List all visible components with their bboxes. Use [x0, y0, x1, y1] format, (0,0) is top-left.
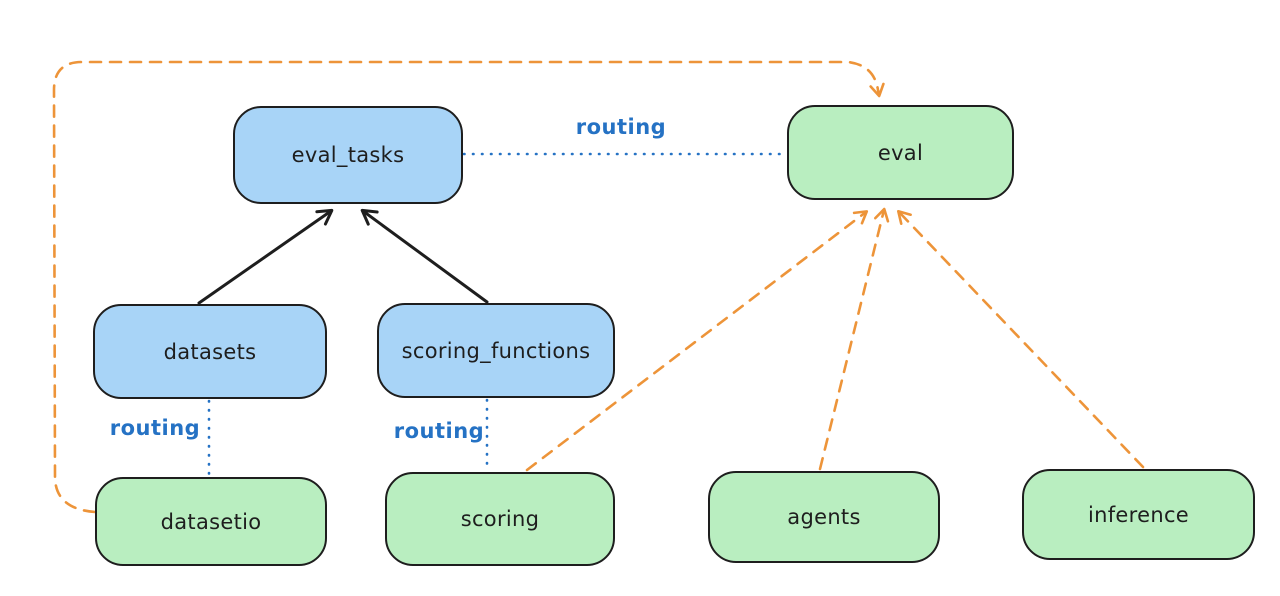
node-eval: eval — [787, 105, 1014, 200]
edge-agents-to-eval-arrow — [818, 207, 890, 471]
node-inference: inference — [1022, 469, 1255, 560]
node-scoring-functions: scoring_functions — [377, 303, 615, 398]
edge-inference-to-eval-arrow — [897, 209, 1145, 469]
edge-scoring-to-eval-arrow — [525, 210, 869, 472]
node-datasets: datasets — [93, 304, 327, 399]
edge-scoring-functions-to-eval-tasks-arrow — [360, 208, 489, 304]
node-datasetio: datasetio — [95, 477, 327, 566]
node-eval-label: eval — [877, 140, 924, 165]
edge-datasets-to-eval-tasks-arrow — [197, 208, 334, 305]
routing-label-scoring-functions-scoring: routing — [393, 419, 485, 443]
edge-datasetio-to-eval-arrow — [52, 60, 885, 514]
node-scoring-label: scoring — [460, 507, 540, 531]
node-agents-label: agents — [787, 505, 861, 529]
node-datasets-label: datasets — [163, 339, 257, 364]
node-scoring-functions-label: scoring_functions — [401, 338, 591, 363]
routing-label-datasets-datasetio: routing — [109, 416, 201, 440]
node-eval-tasks: eval_tasks — [233, 106, 463, 204]
routing-label-eval-tasks-eval: routing — [575, 115, 667, 139]
node-agents: agents — [708, 471, 940, 563]
node-inference-label: inference — [1087, 502, 1190, 527]
node-scoring: scoring — [385, 472, 615, 566]
node-datasetio-label: datasetio — [160, 509, 262, 534]
node-eval-tasks-label: eval_tasks — [291, 143, 405, 167]
